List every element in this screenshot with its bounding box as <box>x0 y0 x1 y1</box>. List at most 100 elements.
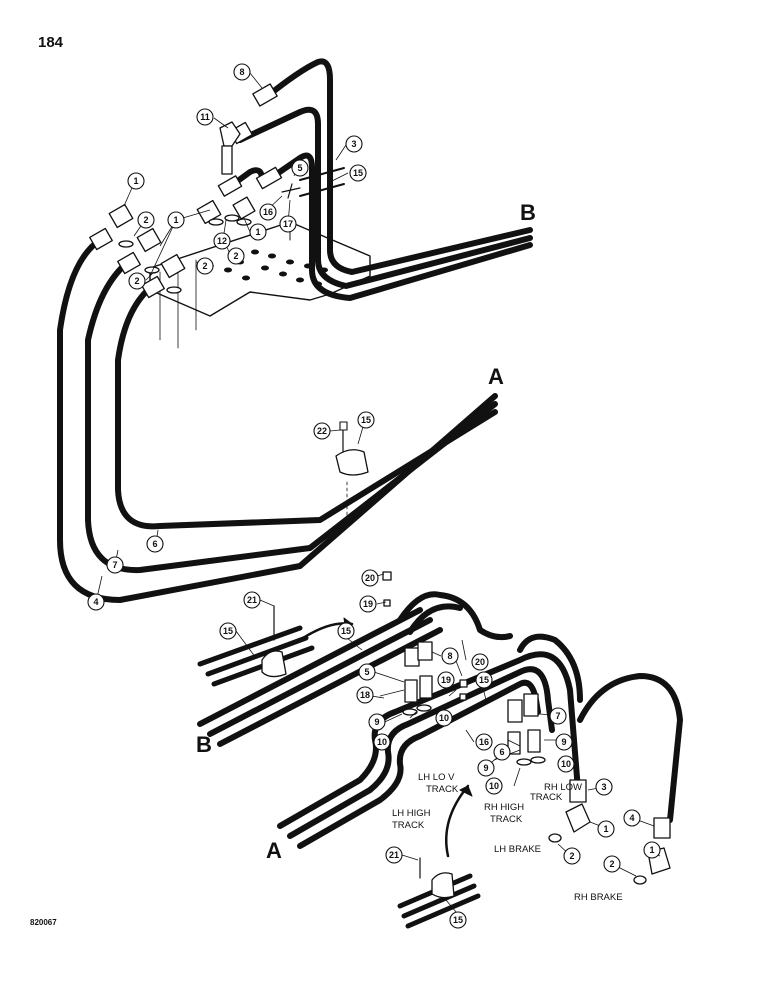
callout-5-upper: 5 <box>291 159 309 177</box>
callout-9-left: 9 <box>368 713 386 731</box>
callout-1-rh-brake: 1 <box>643 841 661 859</box>
callout-4-lower: 4 <box>623 809 641 827</box>
callout-6-lower: 6 <box>493 743 511 761</box>
callout-15-b: 15 <box>337 622 355 640</box>
callout-7-lower: 7 <box>549 707 567 725</box>
callout-10-left-b: 10 <box>435 709 453 727</box>
callout-15-right: 15 <box>475 671 493 689</box>
callout-2-upper-mid: 2 <box>227 247 245 265</box>
svg-text:12: 12 <box>217 236 227 246</box>
rh-high-track-label-2: TRACK <box>490 814 523 825</box>
callout-16-lower: 16 <box>475 733 493 751</box>
svg-text:15: 15 <box>353 168 363 178</box>
svg-text:11: 11 <box>200 112 210 122</box>
svg-text:3: 3 <box>351 139 356 149</box>
callout-20-left: 20 <box>361 569 379 587</box>
callout-2-lh-brake: 2 <box>563 847 581 865</box>
svg-text:10: 10 <box>489 781 499 791</box>
svg-text:9: 9 <box>561 737 566 747</box>
svg-text:4: 4 <box>93 597 98 607</box>
svg-text:8: 8 <box>447 651 452 661</box>
clamp-a <box>335 421 369 521</box>
callout-19-left: 19 <box>359 595 377 613</box>
section-letter-b-lower: B <box>196 732 212 757</box>
svg-text:15: 15 <box>361 415 371 425</box>
callout-18-left: 18 <box>356 686 374 704</box>
callout-3-upper: 3 <box>345 135 363 153</box>
svg-text:2: 2 <box>134 276 139 286</box>
callout-22: 22 <box>313 422 331 440</box>
section-letter-a-upper: A <box>488 364 504 389</box>
lh-low-track-label-1: LH LO V <box>418 772 455 783</box>
rh-low-track-label-2: TRACK <box>530 792 563 803</box>
callout-21-upper: 21 <box>243 591 261 609</box>
svg-text:2: 2 <box>202 261 207 271</box>
callout-15-detail-a: 15 <box>449 911 467 929</box>
svg-text:16: 16 <box>479 737 489 747</box>
svg-text:21: 21 <box>389 850 399 860</box>
svg-text:10: 10 <box>377 737 387 747</box>
svg-text:1: 1 <box>173 215 178 225</box>
svg-text:15: 15 <box>223 626 233 636</box>
svg-text:15: 15 <box>453 915 463 925</box>
svg-text:20: 20 <box>475 657 485 667</box>
callout-2-rh-brake: 2 <box>603 855 621 873</box>
svg-text:10: 10 <box>561 759 571 769</box>
callout-17: 17 <box>279 215 297 233</box>
callout-9-lower: 9 <box>477 759 495 777</box>
callout-1-upper-left: 1 <box>127 172 145 190</box>
callout-11: 11 <box>196 108 214 126</box>
svg-text:1: 1 <box>649 845 654 855</box>
callout-16-upper: 16 <box>259 203 277 221</box>
svg-text:17: 17 <box>283 219 293 229</box>
callout-15-upper: 15 <box>349 164 367 182</box>
svg-text:15: 15 <box>479 675 489 685</box>
svg-text:22: 22 <box>317 426 327 436</box>
callout-8-upper: 8 <box>233 63 251 81</box>
upper-fittings <box>89 83 283 299</box>
callout-10-left-a: 10 <box>373 733 391 751</box>
rh-brake-label: RH BRAKE <box>574 892 623 903</box>
page-number: 184 <box>38 34 64 51</box>
figure-id: 820067 <box>30 918 57 927</box>
svg-text:2: 2 <box>233 251 238 261</box>
svg-text:16: 16 <box>263 207 273 217</box>
callout-7-upper: 7 <box>106 556 124 574</box>
callout-10-right: 10 <box>557 755 575 773</box>
svg-text:9: 9 <box>483 763 488 773</box>
section-letter-b-upper: B <box>520 200 536 225</box>
callout-1-lh-brake: 1 <box>597 820 615 838</box>
lh-low-track-label-2: TRACK <box>426 784 459 795</box>
svg-text:15: 15 <box>341 626 351 636</box>
svg-text:6: 6 <box>499 747 504 757</box>
callout-21-lower: 21 <box>385 846 403 864</box>
callout-2-upper-lower: 2 <box>128 272 146 290</box>
upper-hoses <box>57 58 533 603</box>
svg-text:7: 7 <box>555 711 560 721</box>
svg-text:19: 19 <box>363 599 373 609</box>
svg-text:18: 18 <box>360 690 370 700</box>
svg-text:1: 1 <box>255 227 260 237</box>
lh-high-track-label-1: LH HIGH <box>392 808 431 819</box>
svg-text:2: 2 <box>569 851 574 861</box>
callout-4-upper: 4 <box>87 593 105 611</box>
svg-text:3: 3 <box>601 782 606 792</box>
lower-fittings <box>382 571 671 885</box>
callout-5-lower: 5 <box>358 663 376 681</box>
lh-high-track-label-2: TRACK <box>392 820 425 831</box>
callout-19-right: 19 <box>437 671 455 689</box>
callout-8-lower: 8 <box>441 647 459 665</box>
callout-3-lower: 3 <box>595 778 613 796</box>
svg-text:8: 8 <box>239 67 244 77</box>
callout-9-right: 9 <box>555 733 573 751</box>
svg-text:1: 1 <box>603 824 608 834</box>
callout-10-mid: 10 <box>485 777 503 795</box>
callout-20-right: 20 <box>471 653 489 671</box>
svg-text:10: 10 <box>439 713 449 723</box>
svg-text:7: 7 <box>112 560 117 570</box>
lh-brake-label: LH BRAKE <box>494 844 541 855</box>
callout-6: 6 <box>146 535 164 553</box>
svg-text:20: 20 <box>365 573 375 583</box>
svg-text:4: 4 <box>629 813 634 823</box>
